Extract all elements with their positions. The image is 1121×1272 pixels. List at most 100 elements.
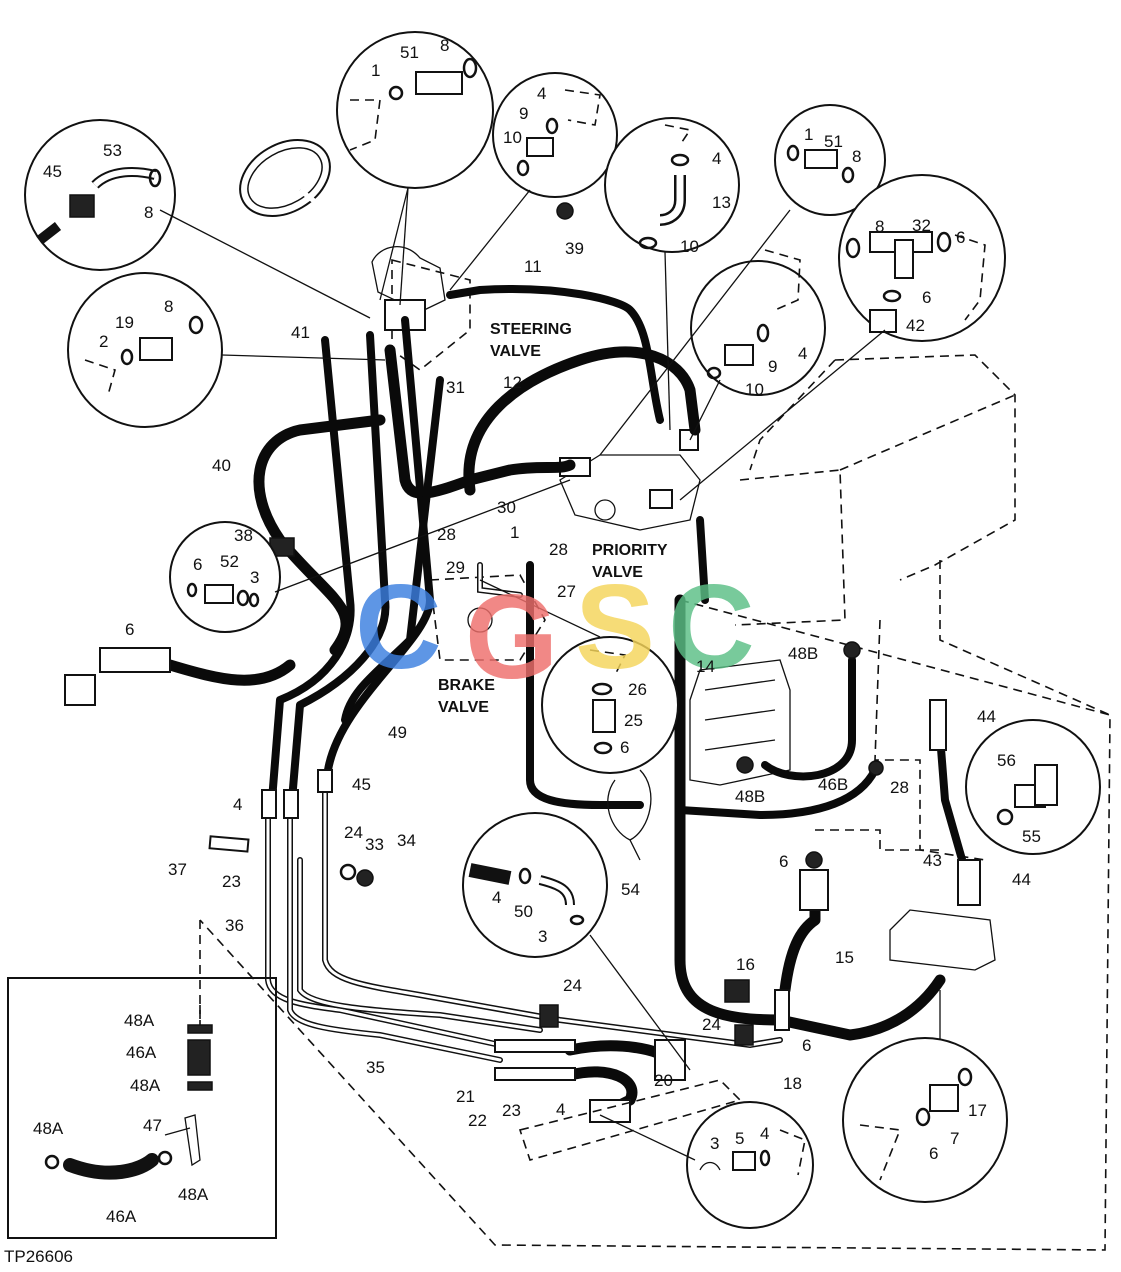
callout: 4 <box>760 1124 769 1143</box>
steering-wheel <box>239 139 446 313</box>
callout: 24 <box>344 823 363 842</box>
figure-code: TP26606 <box>4 1247 73 1266</box>
callout: 6 <box>922 288 931 307</box>
callout: 4 <box>798 344 807 363</box>
hose-28-right <box>676 766 879 819</box>
callout: 46A <box>126 1043 157 1062</box>
callout: 27 <box>557 582 576 601</box>
watermark: C G S C <box>355 560 755 704</box>
detail-circle-4-9-10-b <box>690 249 826 396</box>
steering-valve-caption-1: STEERING <box>490 321 572 338</box>
hose-27 <box>526 561 644 809</box>
callouts: 51 8 1 4 9 10 53 45 8 4 13 10 1 51 8 39 … <box>33 36 1041 1226</box>
detail-circle-56-55 <box>965 719 1101 855</box>
callout: 6 <box>929 1144 938 1163</box>
callout: 32 <box>912 216 931 235</box>
callout: 29 <box>446 558 465 577</box>
callout: 17 <box>968 1101 987 1120</box>
callout: 6 <box>956 228 965 247</box>
callout: 4 <box>537 84 546 103</box>
captions: STEERING VALVE PRIORITY VALVE BRAKE VALV… <box>438 321 668 716</box>
hose-priority-out <box>696 516 709 604</box>
callout: 1 <box>804 125 813 144</box>
detail-circle-3-5-4 <box>686 1101 814 1229</box>
callout: 1 <box>510 523 519 542</box>
callout: 48A <box>178 1185 209 1204</box>
detail-circle-6-52-3 <box>169 521 281 633</box>
callout: 8 <box>164 297 173 316</box>
hose-41 <box>268 336 355 804</box>
steering-valve-caption-2: VALVE <box>490 343 541 360</box>
callout: 48B <box>788 644 818 663</box>
callout: 53 <box>103 141 122 160</box>
detail-circle-26-25-6 <box>541 636 679 774</box>
watermark-letter-3: S <box>575 560 655 694</box>
callout: 9 <box>768 357 777 376</box>
callout: 23 <box>502 1101 521 1120</box>
callout: 22 <box>468 1111 487 1130</box>
callout: 21 <box>456 1087 475 1106</box>
hose-46B <box>761 656 856 781</box>
callout: 4 <box>712 149 721 168</box>
callout: 45 <box>352 775 371 794</box>
detail-circle-50-4-3 <box>462 812 608 958</box>
callout: 47 <box>143 1116 162 1135</box>
callout: 45 <box>43 162 62 181</box>
callout: 4 <box>556 1100 565 1119</box>
callout: 46A <box>106 1207 137 1226</box>
callout: 12 <box>503 373 522 392</box>
callout: 13 <box>712 193 731 212</box>
callout: 25 <box>624 711 643 730</box>
callout: 6 <box>125 620 134 639</box>
detail-circle-32-42 <box>838 174 1006 342</box>
machine-outline <box>199 354 1111 1251</box>
callout: 24 <box>563 976 582 995</box>
callout: 4 <box>233 795 242 814</box>
detail-circle-1-51-8 <box>774 104 886 216</box>
callout: 51 <box>824 132 843 151</box>
watermark-letter-4: C <box>668 560 755 694</box>
inset-box <box>7 977 277 1239</box>
callout: 36 <box>225 916 244 935</box>
callout: 42 <box>906 316 925 335</box>
detail-circle-4-9-10 <box>492 72 618 198</box>
callout: 15 <box>835 948 854 967</box>
callout: 55 <box>1022 827 1041 846</box>
callout: 14 <box>696 657 715 676</box>
callout: 19 <box>115 313 134 332</box>
priority-valve-caption-2: VALVE <box>592 564 643 581</box>
detail-circle-51-8-1 <box>336 31 494 189</box>
callout: 49 <box>388 723 407 742</box>
detail-circle-53-45-8 <box>24 119 176 271</box>
callout: 28 <box>890 778 909 797</box>
leader-lines <box>159 187 941 1161</box>
callout: 23 <box>222 872 241 891</box>
callout: 3 <box>250 568 259 587</box>
hose-49 <box>324 316 434 774</box>
filter-block <box>689 659 791 786</box>
callout: 28 <box>549 540 568 559</box>
callout: 52 <box>220 552 239 571</box>
callout: 28 <box>437 525 456 544</box>
callout: 8 <box>852 147 861 166</box>
callout: 8 <box>440 36 449 55</box>
callout: 39 <box>565 239 584 258</box>
callout: 26 <box>628 680 647 699</box>
callout: 48A <box>124 1011 155 1030</box>
callout: 48B <box>735 787 765 806</box>
callout: 40 <box>212 456 231 475</box>
callout: 46B <box>818 775 848 794</box>
callout: 37 <box>168 860 187 879</box>
hose-12 <box>463 346 701 496</box>
hose-15 <box>779 874 821 996</box>
callout: 6 <box>193 555 202 574</box>
callout: 9 <box>519 104 528 123</box>
callout: 56 <box>997 751 1016 770</box>
callout: 6 <box>620 738 629 757</box>
callout: 24 <box>702 1015 721 1034</box>
rear-valve-block <box>889 909 996 971</box>
callout: 48A <box>33 1119 64 1138</box>
callout: 33 <box>365 835 384 854</box>
callout: 41 <box>291 323 310 342</box>
